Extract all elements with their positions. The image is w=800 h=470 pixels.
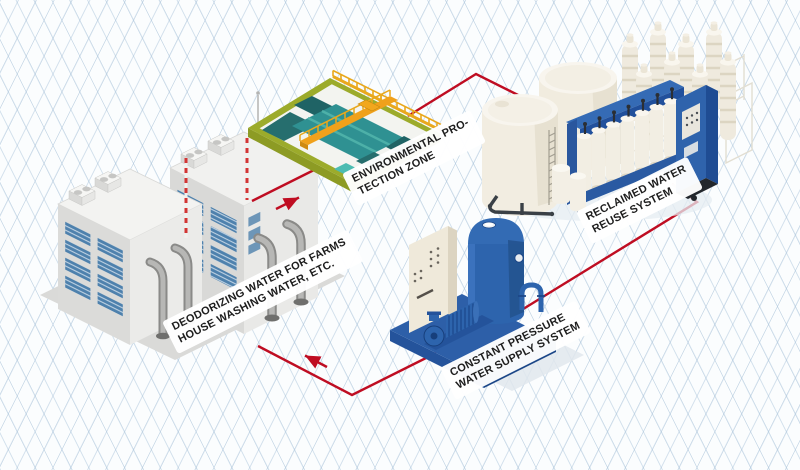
membrane-filter-skid [566, 80, 718, 213]
dosing-cylinders [552, 164, 586, 212]
exhaust-pipes [253, 219, 309, 322]
connector-zone-to-reclaimed [407, 72, 527, 118]
pump-volute [423, 311, 445, 347]
window-louvers [65, 221, 123, 317]
connector-pump-to-factory [257, 344, 437, 397]
tank-side-port [514, 253, 524, 263]
storage-tank-front [482, 94, 558, 216]
zone-side-left [248, 128, 352, 192]
roof-vent-units [68, 134, 235, 206]
bridge-crane [299, 89, 398, 150]
flow-arrow-to-factory [304, 354, 328, 369]
cabinet-display [684, 141, 698, 158]
pump-motor [446, 301, 479, 338]
side-vents [248, 211, 261, 255]
flow-arrow-to-zone [275, 196, 300, 211]
crane-trolley [357, 99, 381, 112]
ground-shadow [484, 341, 584, 391]
discharge-loop [518, 282, 545, 312]
skid-base-rail [574, 153, 680, 207]
connector-factory-to-zone [251, 167, 317, 203]
control-panel [409, 226, 457, 333]
cabinet-panel [682, 103, 700, 140]
tank-hatch [495, 100, 509, 108]
antenna-masts [184, 91, 260, 238]
